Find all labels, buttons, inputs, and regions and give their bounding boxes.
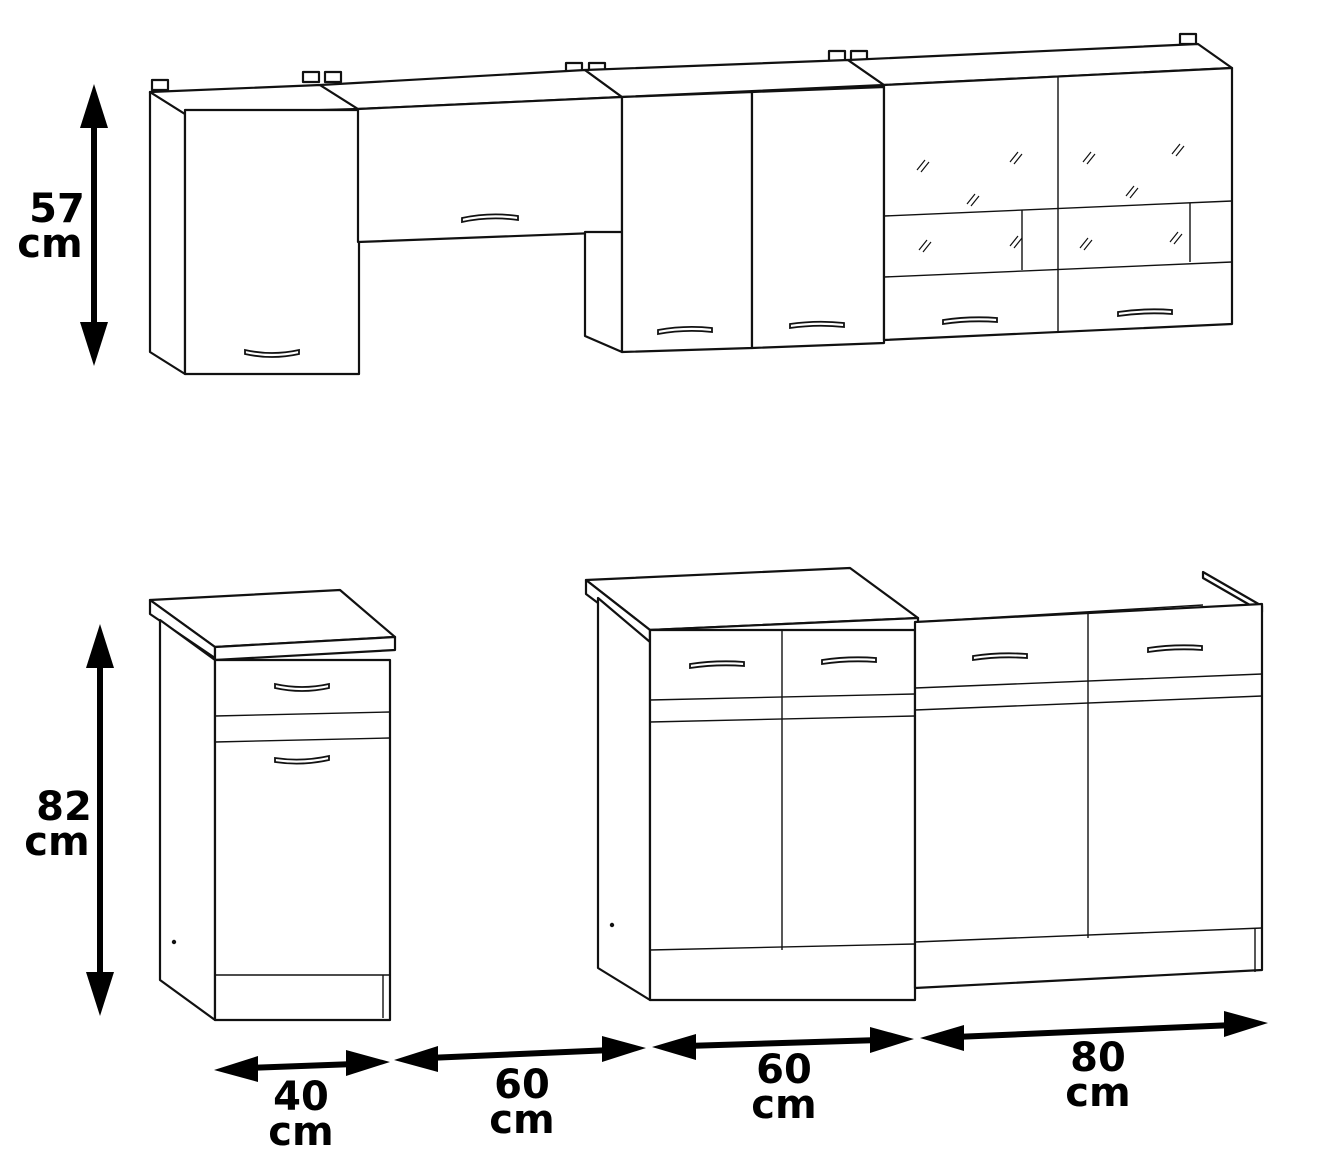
width-60b-value: 60: [756, 1047, 812, 1093]
arrow-upper-height: [80, 84, 108, 366]
upper-cabinets: [148, 32, 1234, 376]
upper-cabinet-40: [148, 83, 361, 376]
drawer-handle: [1147, 644, 1203, 654]
lower-cabinet-80-sink: [913, 570, 1264, 990]
width-80-unit: cm: [1065, 1070, 1130, 1116]
width-60b-unit: cm: [751, 1082, 816, 1128]
door-handle: [657, 325, 713, 336]
drawer-handle: [942, 316, 998, 326]
lower-cabinet-40: [148, 588, 397, 1022]
lower-cabinet-60-worktop: [584, 566, 920, 1002]
lower-height-unit: cm: [24, 819, 89, 865]
upper-cabinet-80-glass: [846, 42, 1234, 342]
arrow-width-80: [920, 1011, 1268, 1051]
width-80-value: 80: [1070, 1035, 1126, 1081]
drawer-handle: [274, 682, 330, 692]
width-60a-value: 60: [494, 1062, 550, 1108]
upper-height-value: 57: [29, 186, 85, 232]
flap-handle: [461, 213, 519, 224]
drawer-handle: [972, 652, 1028, 662]
width-40-value: 40: [273, 1074, 329, 1120]
drawer-handle: [1117, 308, 1173, 318]
door-handle: [244, 348, 300, 358]
width-40-unit: cm: [268, 1109, 333, 1155]
arrow-lower-height: [86, 624, 114, 1016]
door-handle: [274, 754, 330, 765]
upper-cabinet-60-double: [583, 58, 886, 354]
upper-cabinet-60-flap: [318, 68, 624, 354]
arrow-width-60-b: [652, 1027, 914, 1060]
lower-cabinets: [148, 566, 1264, 1022]
drawer-handle: [689, 660, 745, 670]
arrow-width-60-a: [394, 1036, 646, 1072]
upper-height-unit: cm: [17, 221, 82, 267]
width-60a-unit: cm: [489, 1097, 554, 1143]
arrow-width-40: [214, 1050, 390, 1082]
dimension-labels: 57 cm 82 cm 40 cm 60 cm 60 cm 80 cm: [17, 186, 1130, 1155]
door-handle: [789, 320, 845, 330]
drawer-handle: [821, 656, 877, 666]
glass-reflection-marks: [916, 143, 1185, 253]
dimension-arrows: [80, 84, 1268, 1082]
lower-height-value: 82: [36, 784, 92, 830]
mounting-hooks: [150, 32, 1198, 92]
